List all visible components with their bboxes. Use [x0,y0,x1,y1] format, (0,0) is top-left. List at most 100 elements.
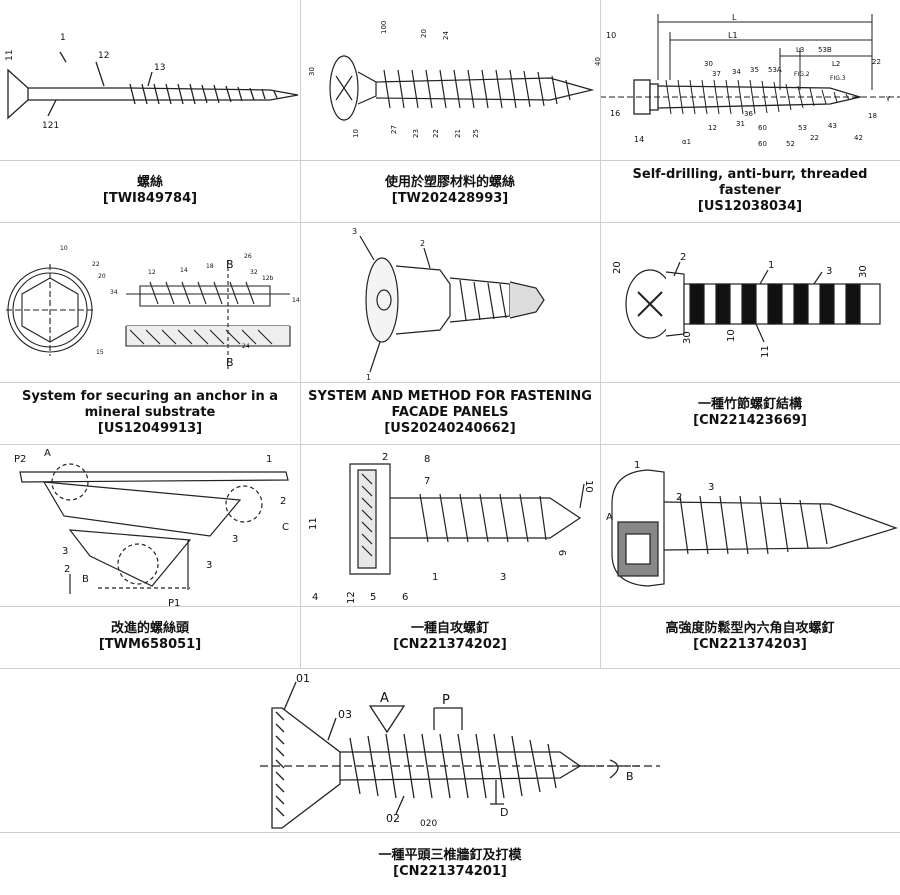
label-3-27: 18 [868,112,877,120]
label-3-23: 60 [758,140,767,148]
patent-drawing-8: 2 8 7 10 11 9 1 3 4 12 5 6 [300,444,600,606]
label-3-9: 30 [704,60,713,68]
patent-number-1: [TWI849784] [102,191,198,206]
patent-drawing-9: 1 2 3 A [600,444,900,606]
label-7-7: 3 [206,560,212,571]
self-tapping-screw-drawing-8: 2 8 7 10 11 9 1 3 4 12 5 6 [308,452,594,604]
label-8-10: 5 [370,592,376,603]
label-6-4: 30 [858,265,869,278]
label-4-7: 12 [148,269,156,276]
grid-divider [300,0,301,668]
label-2-8: 22 [432,129,440,138]
label-4-3: 15 [96,349,104,356]
label-2-3: 24 [442,31,450,40]
label-10-4: 02 [386,812,400,825]
patent-cell-8: 2 8 7 10 11 9 1 3 4 12 5 6 一種自攻螺釘 [CN221… [300,444,600,668]
patent-number-8: [CN221374202] [393,637,507,652]
patent-caption-3: Self-drilling, anti-burr, threaded faste… [600,160,900,222]
label-3-28: γ [886,94,890,102]
patent-number-3: [US12038034] [697,199,803,214]
patent-drawing-3: 10 L L1 L3 53B L2 22 FIG.2 FIG.3 30 37 3… [600,0,900,160]
patent-caption-5: SYSTEM AND METHOD FOR FASTENING FACADE P… [300,382,600,444]
patent-number-2: [TW202428993] [391,191,509,206]
label-4-1: 22 [92,261,100,268]
label-9-0: 1 [634,460,640,471]
patent-number-4: [US12049913] [97,421,203,436]
patent-drawing-2: 30 100 20 24 40 10 27 23 22 21 25 [300,0,600,160]
label-7-6: 3 [62,546,68,557]
label-2-0: 30 [308,67,316,76]
label-1-0: 11 [5,50,15,61]
patent-number-7: [TWM658051] [98,637,202,652]
label-3-1: L [732,13,737,22]
label-3-15: 14 [634,135,644,144]
label-9-3: A [606,512,613,523]
label-3-11: 34 [732,68,741,76]
bamboo-screw-drawing-6: 20 2 1 3 30 30 10 11 [612,252,881,358]
patent-title-9: 高強度防鬆型內六角自攻螺釘 [665,621,835,636]
label-2-6: 27 [390,125,398,134]
patent-cell-9: 1 2 3 A 高強度防鬆型內六角自攻螺釘 [CN221374203] [600,444,900,668]
label-8-2: 7 [424,476,430,487]
label-4-5: B [226,356,234,369]
label-3-14: 16 [610,109,620,118]
label-10-5: 020 [420,819,437,829]
label-3-22: 52 [786,140,795,148]
label-7-1: A [44,448,51,459]
label-5-2: 1 [366,373,371,382]
patent-drawing-5: 3 2 1 [300,222,600,382]
label-4-9: 18 [206,263,214,270]
facade-fastener-drawing-5: 3 2 1 [352,227,545,382]
patent-cell-7: P2 A 1 2 C 3 3 3 2 B P1 改進的螺絲頭 [TWM65805… [0,444,300,668]
patent-title-8: 一種自攻螺釘 [410,621,489,636]
label-8-8: 4 [312,592,318,603]
label-8-6: 1 [432,572,438,583]
label-3-17: 12 [708,124,717,132]
patent-drawing-1: 11 1 12 13 121 [0,0,300,160]
label-3-4: 53B [818,46,832,54]
label-10-2: A [380,691,389,706]
label-3-16: α1 [682,138,691,146]
patent-number-10: [CN221374201] [393,863,507,879]
grid-divider [0,382,900,383]
label-3-6: 22 [872,58,881,66]
label-10-3: P [442,693,450,708]
label-4-10: 32 [250,269,258,276]
label-7-2: 1 [266,454,272,465]
label-4-0: 10 [60,245,68,252]
label-3-2: L1 [728,31,738,40]
label-6-5: 30 [682,331,693,344]
label-8-11: 6 [402,592,408,603]
label-6-0: 20 [612,261,623,274]
patent-caption-6: 一種竹節螺釘結構 [CN221423669] [600,382,900,444]
label-8-7: 3 [500,572,506,583]
label-9-1: 2 [676,492,682,503]
label-1-3: 13 [154,63,165,73]
screw-drawing-3: 10 L L1 L3 53B L2 22 FIG.2 FIG.3 30 37 3… [600,13,900,148]
label-4-14: 14 [292,297,300,304]
label-1-2: 12 [98,51,109,61]
label-9-2: 3 [708,482,714,493]
label-8-0: 2 [382,452,388,463]
patent-caption-1: 螺絲 [TWI849784] [0,160,300,222]
patent-cell-5: 3 2 1 SYSTEM AND METHOD FOR FASTENING FA… [300,222,600,444]
label-4-13: 24 [242,343,250,350]
label-8-5: 9 [558,550,569,556]
label-5-0: 3 [352,227,357,236]
patent-caption-4: System for securing an anchor in a miner… [0,382,300,444]
patent-drawing-7: P2 A 1 2 C 3 3 3 2 B P1 [0,444,300,606]
label-3-18: 31 [736,120,745,128]
label-6-3: 3 [826,266,832,277]
anchor-drawing-4: 10 22 20 15 B B 34 12 14 18 32 26 12b 24… [6,245,300,370]
label-4-6: 34 [110,289,118,296]
label-2-4: 40 [594,57,600,66]
label-3-7: FIG.2 [794,71,810,78]
patent-caption-9: 高強度防鬆型內六角自攻螺釘 [CN221374203] [600,606,900,668]
label-3-21: 53 [798,124,807,132]
label-10-0: 01 [296,672,310,685]
label-10-1: 03 [338,708,352,721]
patent-cell-2: 30 100 20 24 40 10 27 23 22 21 25 使用於塑膠材… [300,0,600,222]
grid-divider [0,832,900,833]
label-4-2: 20 [98,273,106,280]
